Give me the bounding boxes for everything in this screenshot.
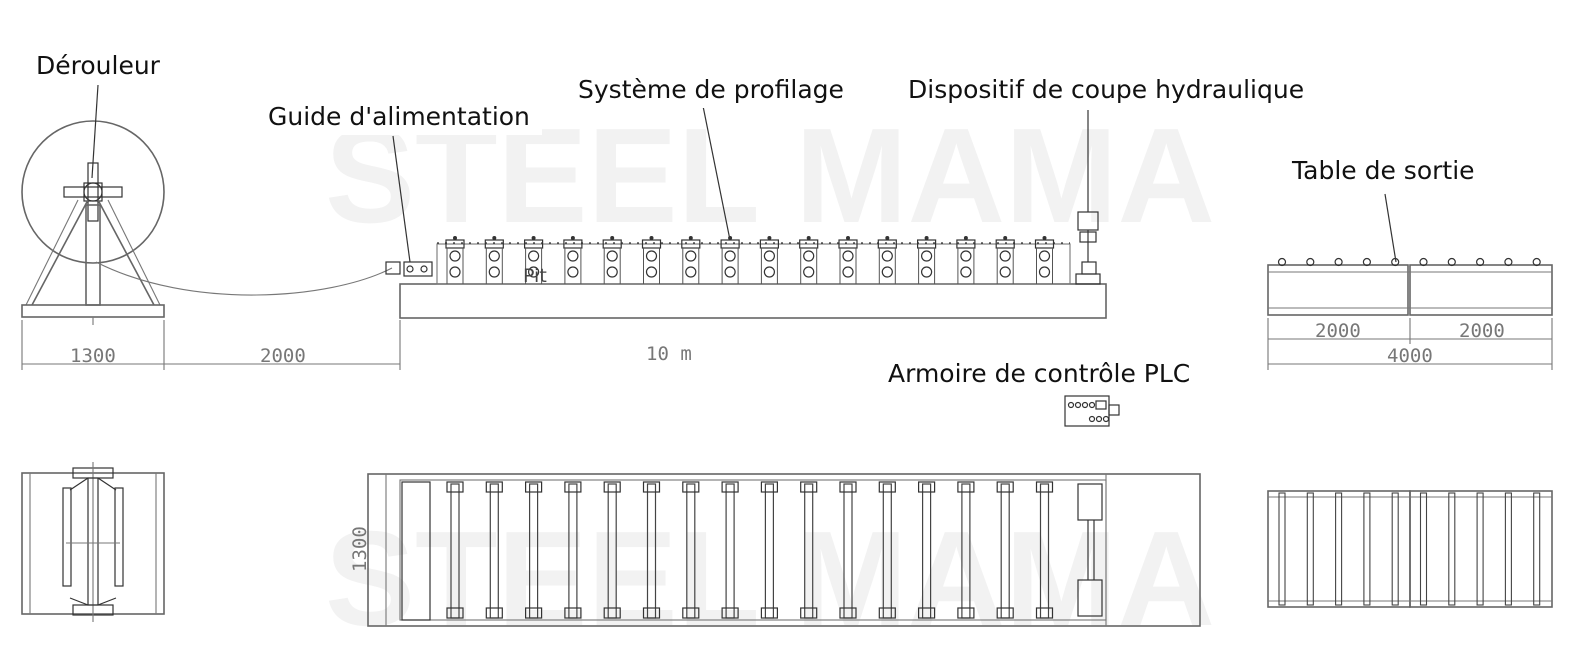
runout-table-side [1267,264,1553,316]
forming-station-top [603,481,621,619]
forming-station-side [563,236,583,284]
forming-station-top [839,481,857,619]
feeding-guide-drawing [385,261,433,277]
runout-table-bars [1278,492,1541,606]
forming-station-top [682,481,700,619]
table-roller [1475,257,1485,267]
forming-station-top [564,481,582,619]
decoiler-side-view [21,120,165,325]
forming-station-top [642,481,661,619]
label-plc-cabinet: Armoire de contrôle PLC [876,356,1203,392]
forming-station-side [838,236,858,284]
table-bar [1335,492,1343,606]
coil-strip [95,261,393,296]
table-bar [1363,492,1371,606]
watermark-bottom: STEEL MAMA [325,503,1215,654]
table-bar [1391,492,1399,606]
forming-station-top [485,481,503,619]
forming-station-top [957,481,975,619]
forming-station-side [956,236,976,284]
dim-table-total: 4000 [1387,345,1433,367]
plc-cabinet-drawing [1064,395,1120,427]
forming-station-side [445,236,465,284]
label-hydraulic-cutting: Dispositif de coupe hydraulique [896,72,1317,108]
runout-table-rollers [1277,257,1541,267]
table-bar [1504,492,1512,606]
table-bar [1306,492,1314,606]
table-roller [1447,257,1456,267]
dim-decoiler-width: 1300 [70,345,116,367]
forming-station-side [759,236,780,284]
runout-table-top-view [1267,490,1553,608]
forming-station-top [878,481,896,619]
table-roller [1334,257,1343,267]
table-bar [1448,492,1456,606]
forming-station-side [681,236,701,284]
table-roller [1277,257,1287,267]
forming-station-side [720,236,740,284]
dim-table-section-2: 2000 [1459,320,1505,342]
label-decoiler: Dérouleur [24,48,172,84]
label-runout-table: Table de sortie [1280,153,1487,189]
table-roller [1362,257,1372,267]
table-bar [1278,492,1286,606]
forming-station-top [446,481,464,619]
table-bar [1533,492,1541,606]
table-bar [1419,492,1428,606]
forming-station-top [760,481,779,619]
forming-station-top [996,481,1014,619]
dim-machine-length: 10 m [646,343,692,365]
pit-annotation: Pit [523,265,547,287]
dim-machine-width: 1300 [349,526,371,572]
hydraulic-cutter-drawing [1075,211,1101,285]
forming-station-side [877,236,897,284]
forming-station-side [602,236,622,284]
forming-station-side [641,236,662,284]
forming-stations-top [446,481,1054,619]
table-roller [1419,257,1428,267]
forming-stations-side [445,236,1055,284]
label-forming-system: Système de profilage [566,72,856,108]
forming-station-top [800,481,818,619]
leader-lines [91,84,1397,263]
table-bar [1476,492,1484,606]
forming-station-side [799,236,819,284]
forming-machine-top-view [367,473,1201,627]
forming-station-side [1034,236,1055,284]
dim-table-section-1: 2000 [1315,320,1361,342]
forming-station-top [721,481,739,619]
dim-gap-to-machine: 2000 [260,345,306,367]
table-roller [1532,257,1541,267]
dimension-lines-side [21,318,1553,370]
forming-station-top [1035,481,1054,619]
table-roller [1504,257,1513,267]
forming-station-side [523,236,544,284]
label-feeding-guide: Guide d'alimentation [256,99,542,135]
forming-station-top [524,481,543,619]
forming-station-side [995,236,1015,284]
table-roller [1306,257,1315,267]
forming-station-side [484,236,504,284]
decoiler-top-view [21,462,165,622]
forming-station-side [916,236,937,284]
forming-station-top [917,481,936,619]
